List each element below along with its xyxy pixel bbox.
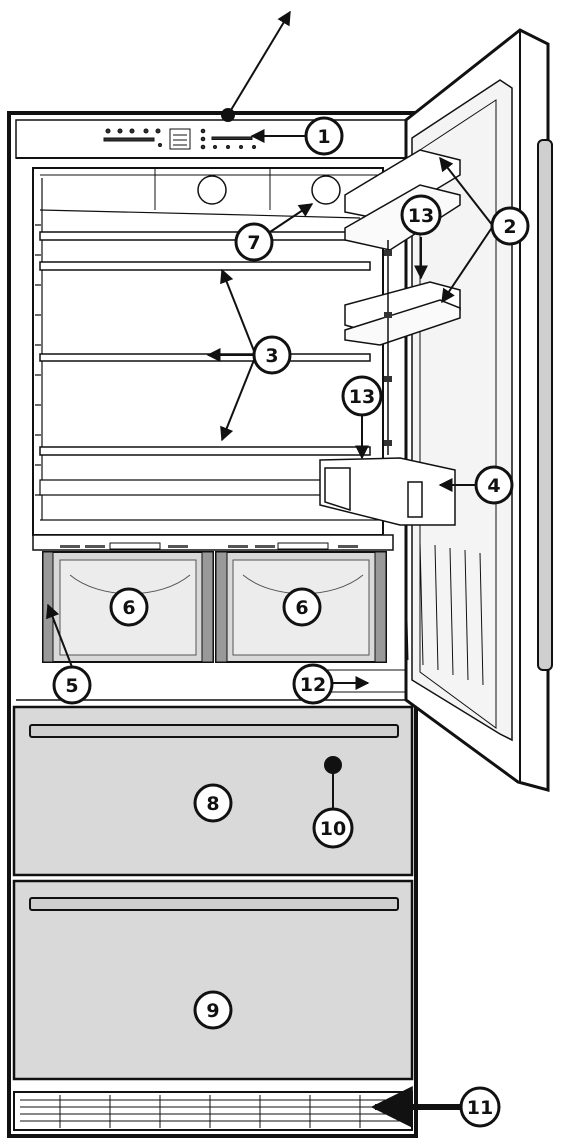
callout-circle bbox=[341, 375, 383, 417]
callout-number: 10 bbox=[320, 818, 346, 840]
callout-circle bbox=[400, 194, 442, 236]
shelf-top bbox=[39, 231, 371, 241]
callout-circle bbox=[234, 222, 274, 262]
display-window bbox=[169, 128, 191, 150]
control-dots-left bbox=[103, 128, 162, 147]
leader-3a bbox=[220, 268, 255, 352]
base-grille bbox=[13, 1091, 413, 1131]
door-liner-ribs bbox=[404, 539, 484, 686]
door-handle bbox=[537, 139, 553, 671]
callout-circle bbox=[193, 990, 233, 1030]
callout-c2: 2 bbox=[490, 206, 530, 246]
leader-5 bbox=[46, 603, 73, 668]
callout-number: 12 bbox=[300, 674, 326, 696]
leader-3c bbox=[220, 359, 255, 442]
callout-number: 9 bbox=[206, 1000, 219, 1022]
callout-circle bbox=[312, 807, 354, 849]
callout-c9: 9 bbox=[193, 990, 233, 1030]
callout-leaders bbox=[46, 10, 494, 1128]
leader-top-vent bbox=[227, 10, 291, 116]
control-panel bbox=[103, 128, 256, 150]
cabinet bbox=[7, 111, 418, 1138]
callout-circle bbox=[193, 783, 233, 823]
callout-number: 4 bbox=[487, 475, 500, 497]
interior-light-left bbox=[197, 175, 227, 205]
callout-c8: 8 bbox=[193, 783, 233, 823]
callout-circle bbox=[292, 663, 334, 705]
glass-shelf-3 bbox=[39, 446, 371, 456]
callout-circle bbox=[109, 587, 149, 627]
callout-c13a: 13 bbox=[400, 194, 442, 236]
callout-circle bbox=[282, 587, 322, 627]
callout-c5: 5 bbox=[52, 665, 92, 705]
callout-circle bbox=[459, 1086, 501, 1128]
callout-number: 11 bbox=[467, 1097, 493, 1119]
callout-number: 6 bbox=[295, 597, 308, 619]
glass-shelves bbox=[39, 209, 381, 521]
leader-7 bbox=[269, 203, 314, 233]
callout-number: 13 bbox=[408, 205, 434, 227]
callout-number: 3 bbox=[265, 345, 278, 367]
callout-c6a: 6 bbox=[109, 587, 149, 627]
lower-drawer-handle bbox=[29, 897, 399, 911]
vent-slot bbox=[327, 669, 409, 693]
callout-number: 7 bbox=[247, 232, 260, 254]
top-vent-dot bbox=[221, 108, 235, 122]
freezer-drawer-lower bbox=[12, 879, 414, 1081]
callout-circle bbox=[304, 116, 344, 156]
interior-light-right bbox=[311, 175, 341, 205]
humidity-sliders bbox=[60, 542, 358, 550]
callout-number: 2 bbox=[503, 216, 516, 238]
leader-2b bbox=[441, 225, 494, 304]
callout-c7: 7 bbox=[234, 222, 274, 262]
door-bin-top bbox=[344, 149, 461, 221]
callout-c4: 4 bbox=[474, 465, 514, 505]
glass-shelf-1 bbox=[39, 261, 371, 271]
callout-number: 6 bbox=[122, 597, 135, 619]
callout-number: 8 bbox=[206, 793, 219, 815]
callout-circle bbox=[490, 206, 530, 246]
callout-number: 1 bbox=[317, 126, 330, 148]
glass-shelf-2 bbox=[39, 353, 371, 362]
ice-maker-indicator bbox=[324, 756, 342, 774]
callout-c13b: 13 bbox=[341, 375, 383, 417]
callout-c1: 1 bbox=[304, 116, 344, 156]
callout-number: 5 bbox=[65, 675, 78, 697]
callout-circle bbox=[252, 335, 292, 375]
door-liner bbox=[411, 79, 513, 742]
callout-c12: 12 bbox=[292, 663, 334, 705]
callout-c3: 3 bbox=[252, 335, 292, 375]
leader-2a bbox=[439, 156, 494, 227]
callout-circle bbox=[52, 665, 92, 705]
upper-drawer-handle bbox=[29, 724, 399, 738]
callout-c10: 10 bbox=[312, 807, 354, 849]
callout-c6b: 6 bbox=[282, 587, 322, 627]
callout-circle bbox=[474, 465, 514, 505]
door-bins bbox=[319, 149, 461, 526]
callout-c11: 11 bbox=[459, 1086, 501, 1128]
callout-number: 13 bbox=[349, 386, 375, 408]
